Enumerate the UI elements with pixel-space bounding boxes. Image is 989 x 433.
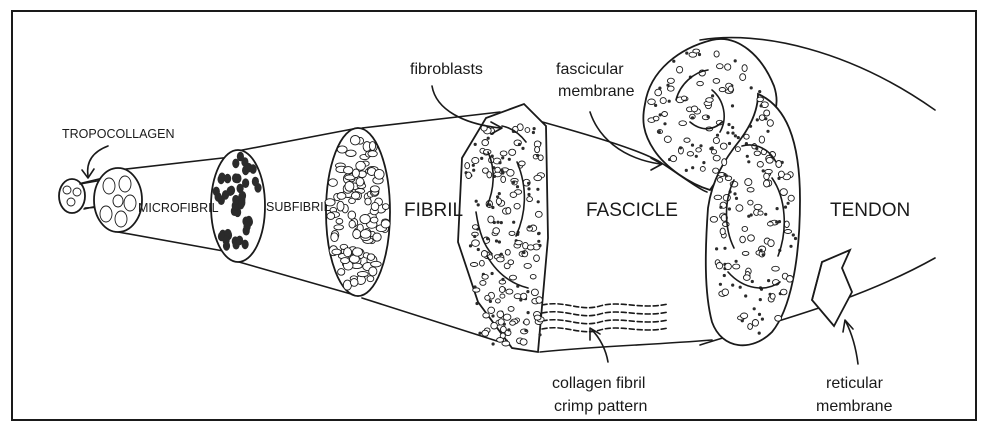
label-crimp-line2: crimp pattern — [554, 398, 647, 415]
microfibril-disc — [94, 168, 142, 232]
connecting-cones — [78, 112, 500, 342]
tendon-cross-section — [643, 39, 800, 345]
label-subfibril: SUBFIBRIL — [266, 200, 331, 214]
label-fibroblasts: fibroblasts — [410, 61, 483, 78]
label-fibril: FIBRIL — [404, 200, 463, 221]
reticular-membrane-flap — [812, 250, 852, 326]
label-reticular-line2: membrane — [816, 398, 893, 415]
label-fascicle: FASCICLE — [586, 200, 678, 221]
label-microfibril: MICROFIBRIL — [138, 201, 219, 215]
label-fascicular-membrane-line2: membrane — [558, 83, 635, 100]
label-tropocollagen: TROPOCOLLAGEN — [62, 127, 175, 141]
label-crimp-line1: collagen fibril — [552, 375, 645, 392]
fascicle-cross-section — [458, 104, 548, 352]
subfibril-disc — [211, 150, 265, 262]
crimp-pattern — [542, 304, 668, 332]
label-fascicular-membrane-line1: fascicular — [556, 61, 624, 78]
fibril-disc — [325, 128, 390, 296]
label-tendon: TENDON — [830, 200, 910, 221]
tropocollagen-arrow — [88, 146, 108, 176]
label-reticular-line1: reticular — [826, 375, 884, 392]
